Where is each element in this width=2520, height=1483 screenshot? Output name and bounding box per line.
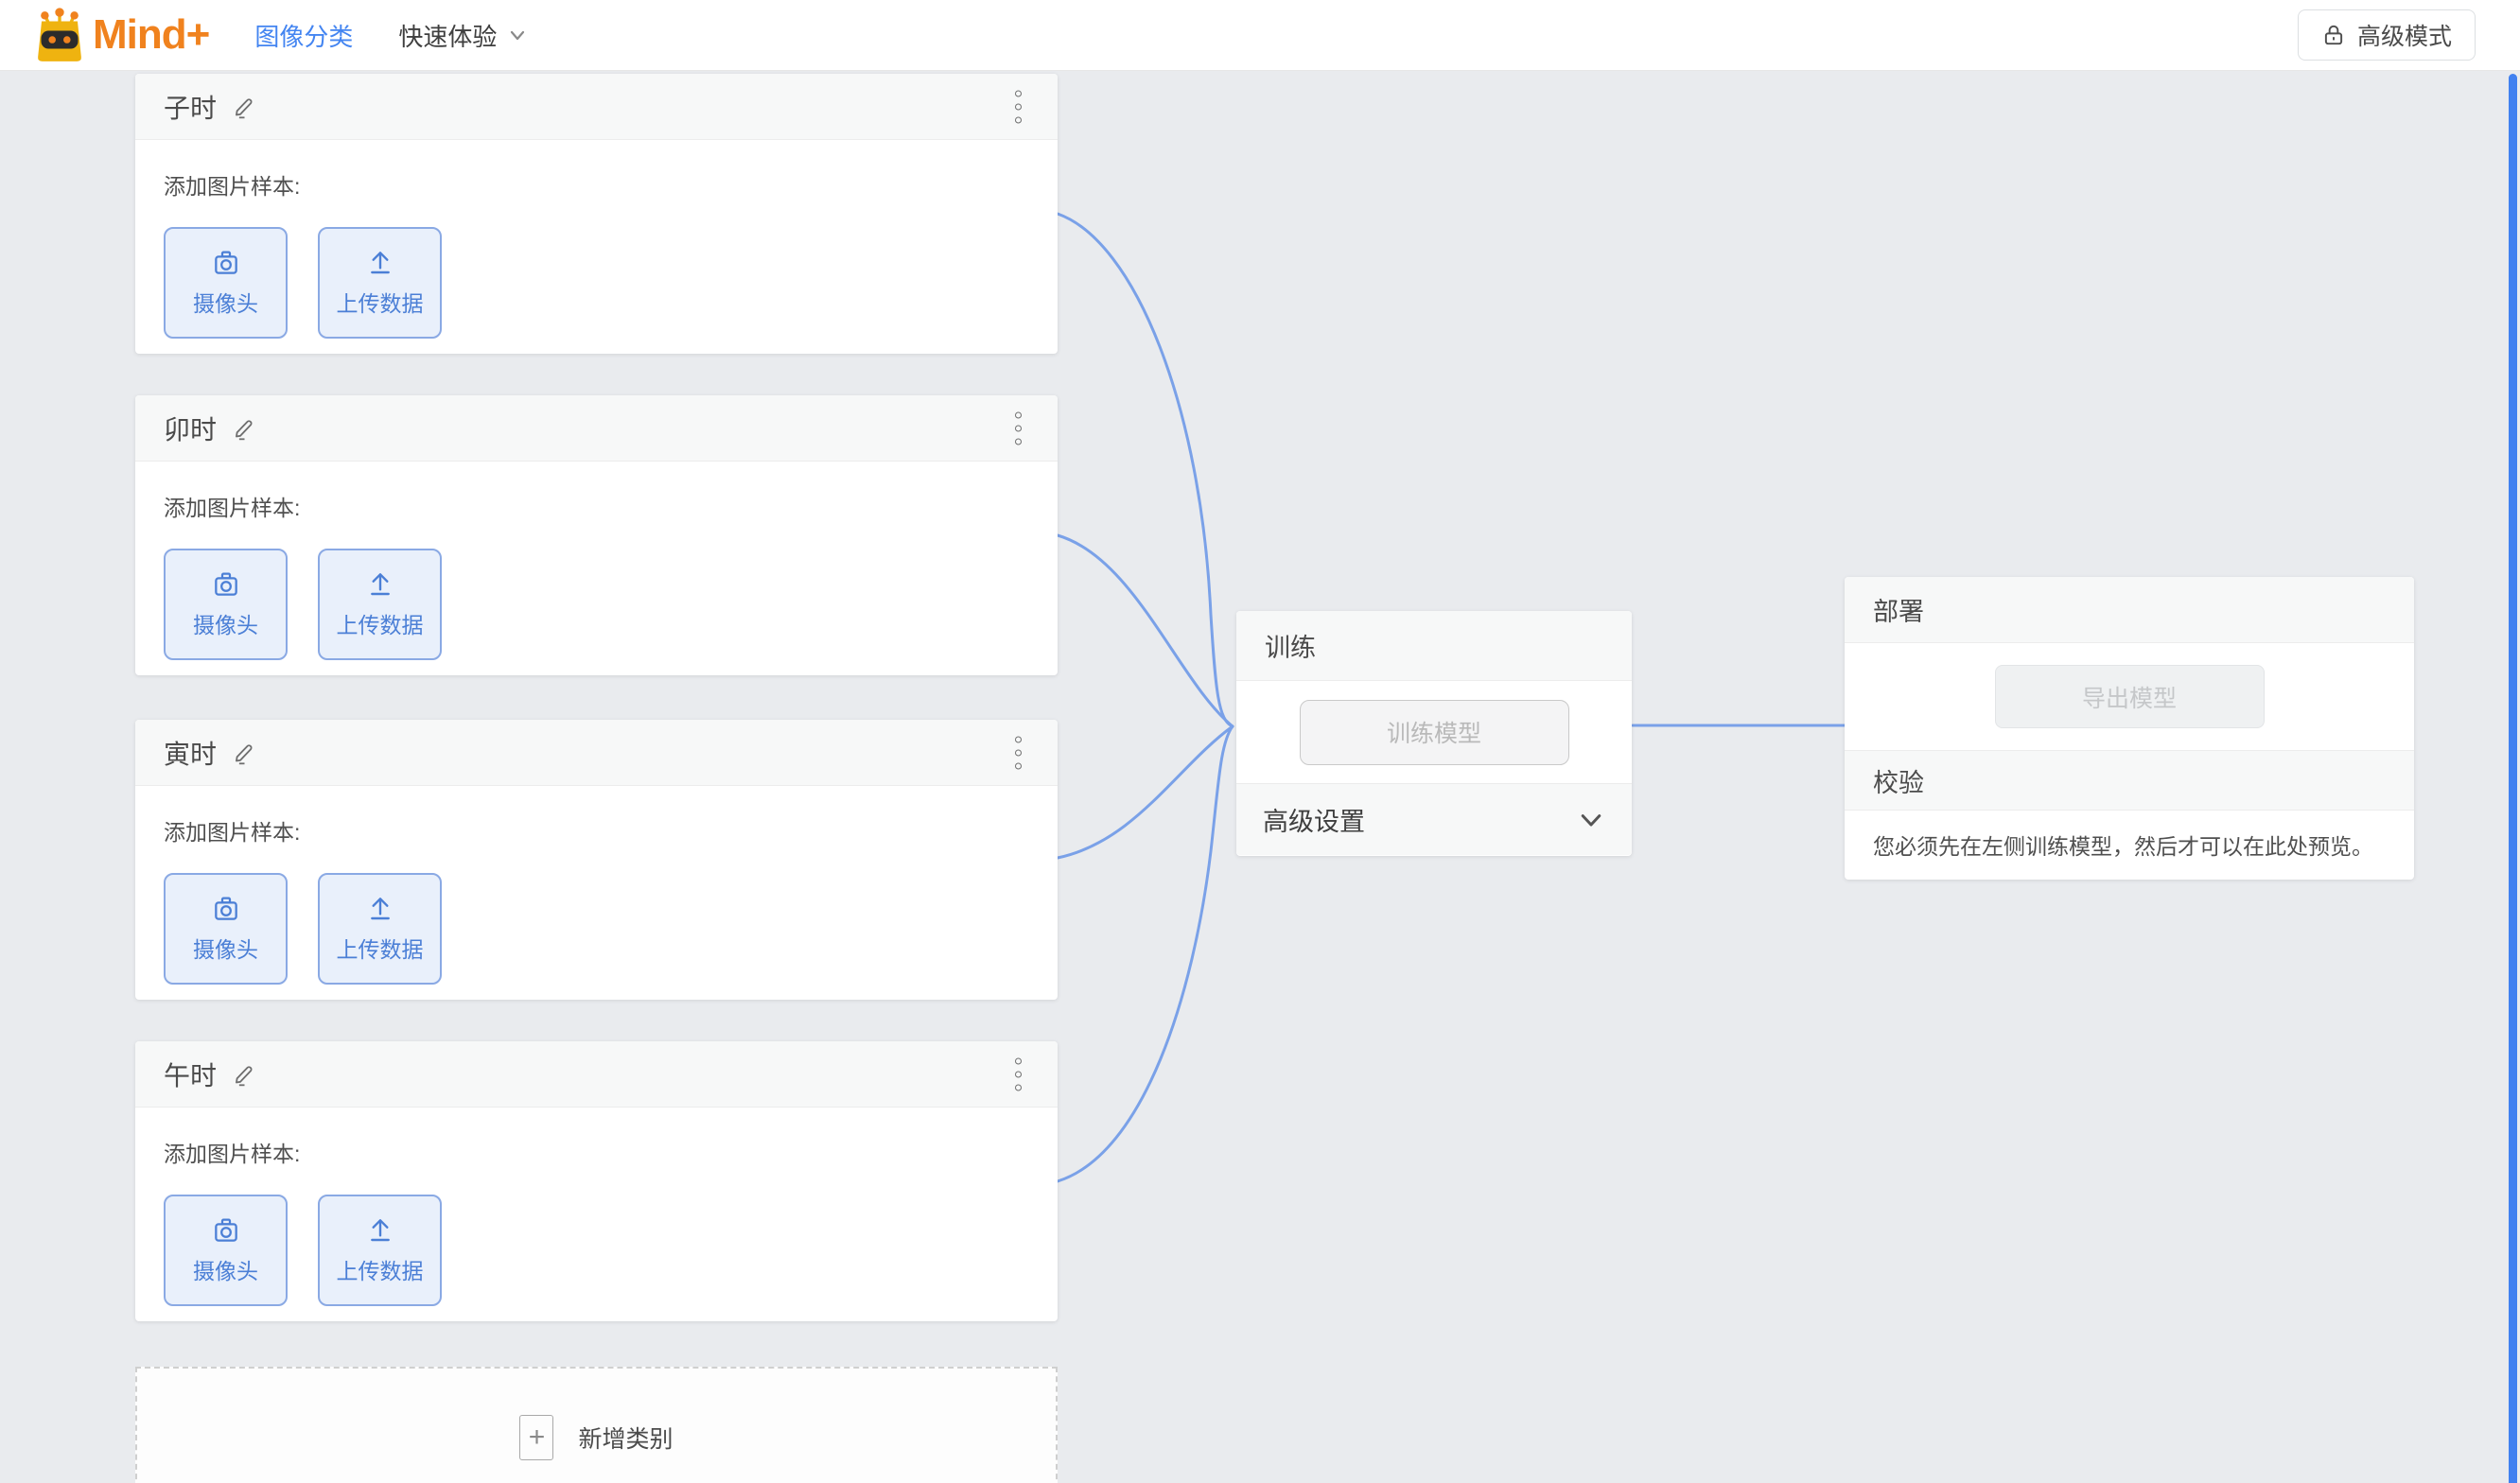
add-category-label: 新增类别 <box>578 1426 674 1453</box>
category-card-body: 添加图片样本: 摄像头 上传数据 <box>135 786 1058 985</box>
camera-button[interactable]: 摄像头 <box>164 1195 288 1306</box>
lock-icon <box>2324 25 2343 45</box>
upload-arrow-icon <box>370 252 390 274</box>
nav-item-label: 快速体验 <box>398 22 498 51</box>
upload-data-button[interactable]: 上传数据 <box>318 1195 442 1306</box>
camera-icon <box>214 1218 237 1242</box>
navbar: Mind+ 图像分类 快速体验 高级模式 <box>0 0 2520 71</box>
camera-button-label: 摄像头 <box>193 1259 258 1283</box>
camera-icon <box>214 572 237 596</box>
training-title: 训练 <box>1265 634 1316 662</box>
connector-category-2 <box>1056 533 1234 728</box>
camera-button-label: 摄像头 <box>193 613 258 637</box>
camera-icon <box>214 251 237 274</box>
logo-text: Mind+ <box>93 11 210 58</box>
category-card-header: 寅时 <box>135 720 1058 786</box>
upload-button-label: 上传数据 <box>336 1259 424 1283</box>
add-sample-label: 添加图片样本: <box>164 820 301 845</box>
nav-item-label: 图像分类 <box>254 22 354 51</box>
connection-lines <box>1056 212 1846 1183</box>
pencil-icon[interactable] <box>232 740 257 765</box>
pencil-icon[interactable] <box>232 1061 257 1087</box>
training-card: 训练 训练模型 高级设置 <box>1236 611 1632 856</box>
advanced-settings-toggle[interactable]: 高级设置 <box>1236 783 1632 855</box>
advanced-settings-label: 高级设置 <box>1263 808 1365 836</box>
upload-arrow-icon <box>370 898 390 920</box>
upload-data-button[interactable]: 上传数据 <box>318 873 442 985</box>
train-model-button[interactable]: 训练模型 <box>1299 699 1569 765</box>
nav-item-quick-experience[interactable]: 快速体验 <box>398 18 529 53</box>
validation-message: 您必须先在左侧训练模型，然后才可以在此处预览。 <box>1873 833 2373 859</box>
pencil-icon[interactable] <box>232 415 257 441</box>
camera-button[interactable]: 摄像头 <box>164 873 288 985</box>
camera-button-label: 摄像头 <box>193 291 258 316</box>
add-sample-label: 添加图片样本: <box>164 1142 301 1166</box>
robot-icon <box>38 8 81 61</box>
validation-header: 校验 <box>1845 750 2414 811</box>
category-title: 卯时 <box>164 414 218 445</box>
camera-button[interactable]: 摄像头 <box>164 227 288 339</box>
category-card-header: 午时 <box>135 1041 1058 1108</box>
kebab-menu-icon[interactable] <box>1009 84 1027 129</box>
kebab-menu-icon[interactable] <box>1009 406 1027 450</box>
camera-button-label: 摄像头 <box>193 937 258 962</box>
advanced-mode-label: 高级模式 <box>2356 24 2452 50</box>
category-card-header: 卯时 <box>135 395 1058 462</box>
vertical-scrollbar-thumb[interactable] <box>2509 74 2517 1483</box>
nav-item-image-classification[interactable]: 图像分类 <box>254 18 353 53</box>
export-model-button[interactable]: 导出模型 <box>1994 665 2265 728</box>
category-card-1: 子时 添加图片样本: 摄像头 <box>135 74 1058 354</box>
validation-body: 您必须先在左侧训练模型，然后才可以在此处预览。 <box>1845 811 2414 878</box>
deploy-card-body: 导出模型 <box>1845 643 2414 750</box>
kebab-menu-icon[interactable] <box>1009 1052 1027 1096</box>
upload-arrow-icon <box>370 1219 390 1242</box>
deploy-card-header: 部署 <box>1845 577 2414 643</box>
chevron-down-icon <box>511 30 525 41</box>
validation-title: 校验 <box>1873 768 1924 797</box>
category-title: 子时 <box>164 93 218 123</box>
category-card-body: 添加图片样本: 摄像头 上传数据 <box>135 1108 1058 1306</box>
upload-button-label: 上传数据 <box>336 613 424 637</box>
mindplus-logo[interactable]: Mind+ <box>34 8 210 62</box>
camera-button[interactable]: 摄像头 <box>164 549 288 660</box>
category-title: 午时 <box>164 1060 218 1090</box>
deploy-card: 部署 导出模型 校验 您必须先在左侧训练模型，然后才可以在此处预览。 <box>1845 577 2414 880</box>
category-card-body: 添加图片样本: 摄像头 上传数据 <box>135 140 1058 339</box>
category-card-header: 子时 <box>135 74 1058 140</box>
category-card-body: 添加图片样本: 摄像头 上传数据 <box>135 462 1058 660</box>
kebab-menu-icon[interactable] <box>1009 730 1027 775</box>
connector-category-4 <box>1056 724 1234 1183</box>
deploy-title: 部署 <box>1873 598 1924 626</box>
pencil-icon[interactable] <box>232 94 257 119</box>
upload-button-label: 上传数据 <box>336 937 424 962</box>
chevron-down-icon <box>1581 813 1601 826</box>
plus-icon: + <box>519 1415 554 1460</box>
add-category-button[interactable]: + 新增类别 <box>135 1367 1058 1483</box>
category-card-3: 寅时 添加图片样本: 摄像头 <box>135 720 1058 1000</box>
connector-category-1 <box>1056 212 1234 728</box>
training-card-header: 训练 <box>1236 611 1632 681</box>
add-sample-label: 添加图片样本: <box>164 496 301 520</box>
upload-data-button[interactable]: 上传数据 <box>318 227 442 339</box>
upload-button-label: 上传数据 <box>336 291 424 316</box>
training-card-body: 训练模型 <box>1236 681 1632 783</box>
category-title: 寅时 <box>164 739 218 769</box>
upload-data-button[interactable]: 上传数据 <box>318 549 442 660</box>
workflow-canvas: 子时 添加图片样本: 摄像头 <box>0 71 2520 1483</box>
upload-arrow-icon <box>370 573 390 596</box>
advanced-mode-button[interactable]: 高级模式 <box>2297 9 2476 61</box>
add-sample-label: 添加图片样本: <box>164 174 301 199</box>
category-card-4: 午时 添加图片样本: 摄像头 <box>135 1041 1058 1321</box>
camera-icon <box>214 897 237 920</box>
category-card-2: 卯时 添加图片样本: 摄像头 <box>135 395 1058 675</box>
connector-category-3 <box>1056 724 1234 860</box>
